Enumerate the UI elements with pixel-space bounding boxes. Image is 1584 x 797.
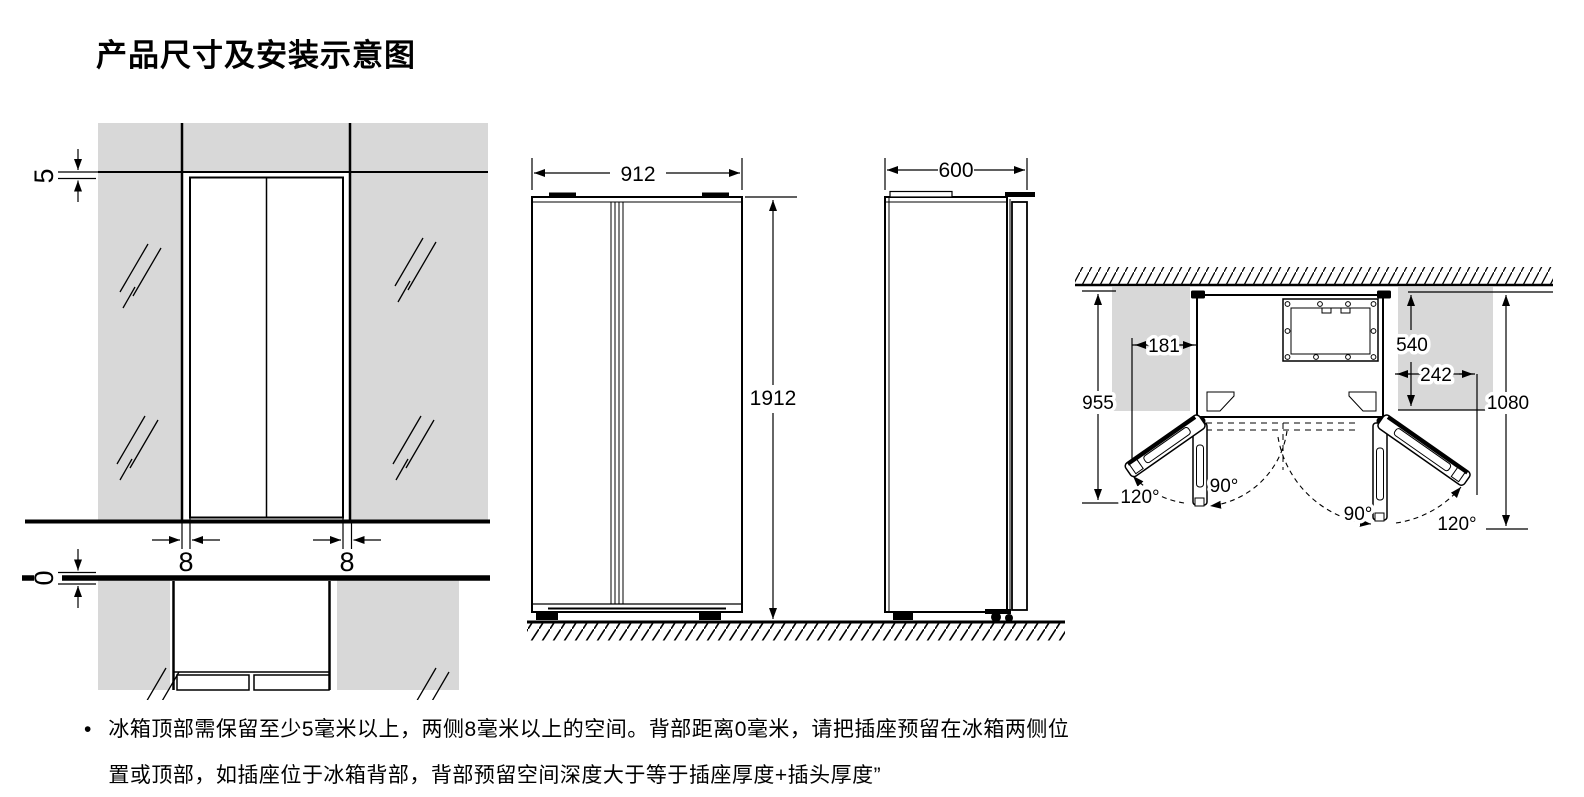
dim-left-door-protrusion-label: 181 (1148, 336, 1180, 357)
page-title: 产品尺寸及安装示意图 (96, 38, 416, 73)
dim-front-width-label: 912 (620, 163, 655, 186)
dim-side-depth-label: 600 (938, 159, 973, 182)
dim-right-recess-depth-label: 540 (1396, 335, 1428, 356)
dim-side-right-label: 8 (339, 547, 354, 577)
niche-fridge-front (189, 176, 344, 519)
dim-right-recess-depth: 540 (1393, 291, 1553, 406)
dim-top-clearance: 5 (29, 149, 98, 202)
niche-fridge-topview (172, 581, 331, 691)
screws (1284, 301, 1377, 360)
door-swing-arcs (1132, 430, 1462, 527)
dim-front-width: 912 (531, 158, 743, 190)
dim-side-left-label: 8 (178, 547, 193, 577)
right-angle-120-label: 120° (1437, 514, 1476, 535)
dim-left-open-depth: 955 (1079, 290, 1126, 504)
dim-back-clearance: 0 (29, 549, 96, 608)
dim-side-clearances: 8 8 (152, 518, 381, 577)
left-door-120 (1124, 414, 1206, 478)
front-and-side-view-diagram: 912 1912 600 (527, 158, 1065, 641)
dim-right-door-protrusion: 242 (1395, 362, 1478, 495)
note-bullet: • (84, 718, 92, 741)
dim-back-clearance-label: 0 (29, 570, 59, 585)
dim-left-door-protrusion: 181 (1131, 333, 1197, 460)
right-angle-90-label: 90° (1344, 504, 1373, 525)
note-text: 冰箱顶部需保留至少5毫米以上，两侧8毫米以上的空间。背部距离0毫米，请把插座预留… (108, 713, 1069, 797)
niche-clearance-diagram: 5 8 8 0 (22, 123, 490, 700)
note-line-2: 置或顶部，如插座位于冰箱背部，背部预留空间深度大于等于插座厚度+插头厚度” (108, 764, 882, 787)
dim-left-open-depth-label: 955 (1082, 393, 1114, 414)
right-door-120 (1377, 414, 1471, 486)
top-view-door-swing-diagram: 955 181 540 242 1080 12 (1075, 267, 1553, 539)
side-view-fridge (884, 190, 1035, 622)
left-cabinet (1112, 287, 1190, 411)
front-view-fridge (531, 192, 743, 620)
dim-side-depth: 600 (884, 158, 1028, 190)
back-wall (1075, 267, 1553, 287)
left-angle-90-label: 90° (1210, 476, 1239, 497)
installation-notes: • 冰箱顶部需保留至少5毫米以上，两侧8毫米以上的空间。背部距离0毫米，请把插座… (84, 713, 1069, 797)
dim-right-door-protrusion-label: 242 (1420, 365, 1452, 386)
dim-right-open-depth-label: 1080 (1487, 393, 1529, 414)
topview-fridge-body (1191, 290, 1391, 470)
dim-right-open-depth: 1080 (1483, 295, 1533, 530)
niche-walls (98, 123, 488, 700)
dim-front-height-label: 1912 (750, 387, 797, 410)
left-angle-120-label: 120° (1120, 487, 1159, 508)
note-line-1: 冰箱顶部需保留至少5毫米以上，两侧8毫米以上的空间。背部距离0毫米，请把插座预留… (108, 718, 1070, 741)
dim-top-clearance-label: 5 (29, 168, 59, 183)
left-door-90 (1192, 422, 1208, 507)
right-door-90 (1372, 422, 1388, 522)
ground (527, 620, 1065, 641)
dim-front-height: 1912 (745, 196, 797, 619)
